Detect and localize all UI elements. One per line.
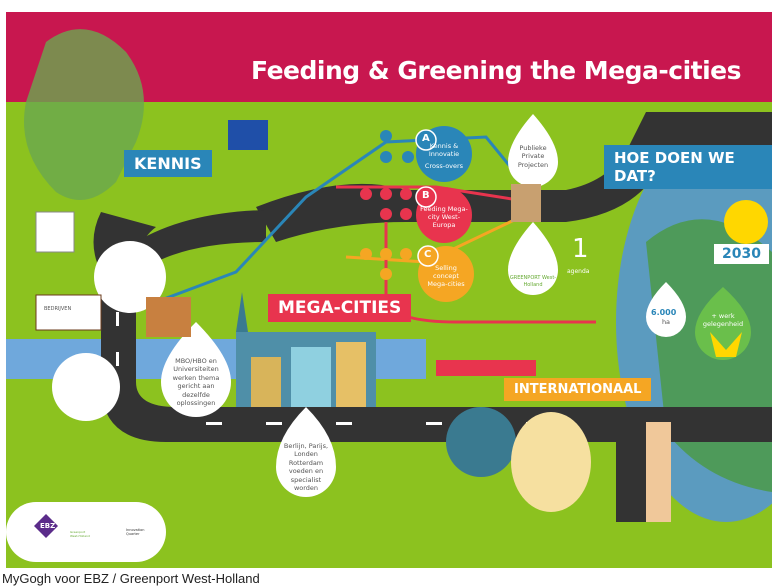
node-a-subtext: Cross-overs <box>424 162 464 170</box>
drop-greenport-text: GREENPORT West-Holland <box>509 275 557 288</box>
node-c-letter: C <box>424 249 432 260</box>
box <box>511 184 541 222</box>
image-caption: MyGogh voor EBZ / Greenport West-Holland <box>2 571 260 586</box>
year-label: 2030 <box>714 244 769 264</box>
copyright-credit: © Martin van Gogh <box>34 554 83 560</box>
road-connector <box>136 210 266 262</box>
globe-icon <box>446 407 516 477</box>
drop-mbo-text: MBO/HBO en Universiteiten werken thema g… <box>172 357 220 408</box>
businesswoman <box>646 422 671 522</box>
ship-icon <box>436 360 536 376</box>
agenda-number: 1 <box>572 234 589 264</box>
infographic-artwork <box>6 12 772 562</box>
banner-internationaal: INTERNATIONAAL <box>504 378 652 401</box>
work-text: + werk gelegenheid <box>702 312 744 329</box>
university-building <box>146 297 191 337</box>
banner-mega-cities: MEGA-CITIES <box>268 294 412 322</box>
hectare-unit: ha <box>661 318 671 326</box>
drop-ha <box>646 282 686 337</box>
node-b-text: Feeding Mega-city West-Europa <box>420 205 468 230</box>
speech-bubble-tech <box>52 353 120 421</box>
drop-greenport <box>508 222 558 295</box>
eu-flag-icon <box>228 120 268 150</box>
drop-cities-text: Berlijn, Parijs, Londen Rotterdam voeden… <box>283 442 329 493</box>
drop-ppp <box>508 114 558 187</box>
node-c-badge <box>417 245 439 267</box>
banner-kennis: KENNIS <box>124 150 212 177</box>
banner-hoe-doen-we-dat: HOE DOEN WE DAT? <box>604 145 772 189</box>
innovation-quarter-logo: Innovation Quarter <box>126 528 145 536</box>
infographic: Feeding & Greening the Mega-cities KENNI… <box>6 12 772 568</box>
agenda-label: agenda <box>567 268 590 275</box>
building-sign: BEDRIJVEN <box>44 306 72 312</box>
greenport-logo-text: Greenport West-Holland <box>70 530 90 538</box>
hectare-number: 6.000 <box>651 308 677 317</box>
businessman <box>616 412 646 522</box>
metro-dots <box>360 130 414 280</box>
node-b-badge <box>415 186 437 208</box>
drop-cities <box>276 407 336 497</box>
node-c-text: Selling concept Mega-cities <box>427 264 465 289</box>
company-building <box>35 294 102 331</box>
node-a-badge <box>415 129 437 151</box>
page-title: Feeding & Greening the Mega-cities <box>251 56 742 85</box>
hospital-icon <box>35 211 75 253</box>
head-icon <box>511 412 591 512</box>
trophy-icon <box>710 332 742 357</box>
drop-ppp-text: Publieke Private Projecten <box>517 144 549 169</box>
netherlands-map <box>24 29 144 201</box>
node-a-text: Kennis & Innovatie <box>428 142 460 159</box>
speech-bubble-food <box>94 241 166 313</box>
road-left <box>93 212 772 442</box>
sun-icon <box>724 200 768 244</box>
city-skyline <box>236 292 376 407</box>
node-a-letter: A <box>422 133 430 144</box>
ebz-logo <box>34 514 58 538</box>
node-b-letter: B <box>422 190 430 201</box>
drop-mbo <box>161 322 231 417</box>
ebz-logo-text: EBZ <box>40 522 56 530</box>
